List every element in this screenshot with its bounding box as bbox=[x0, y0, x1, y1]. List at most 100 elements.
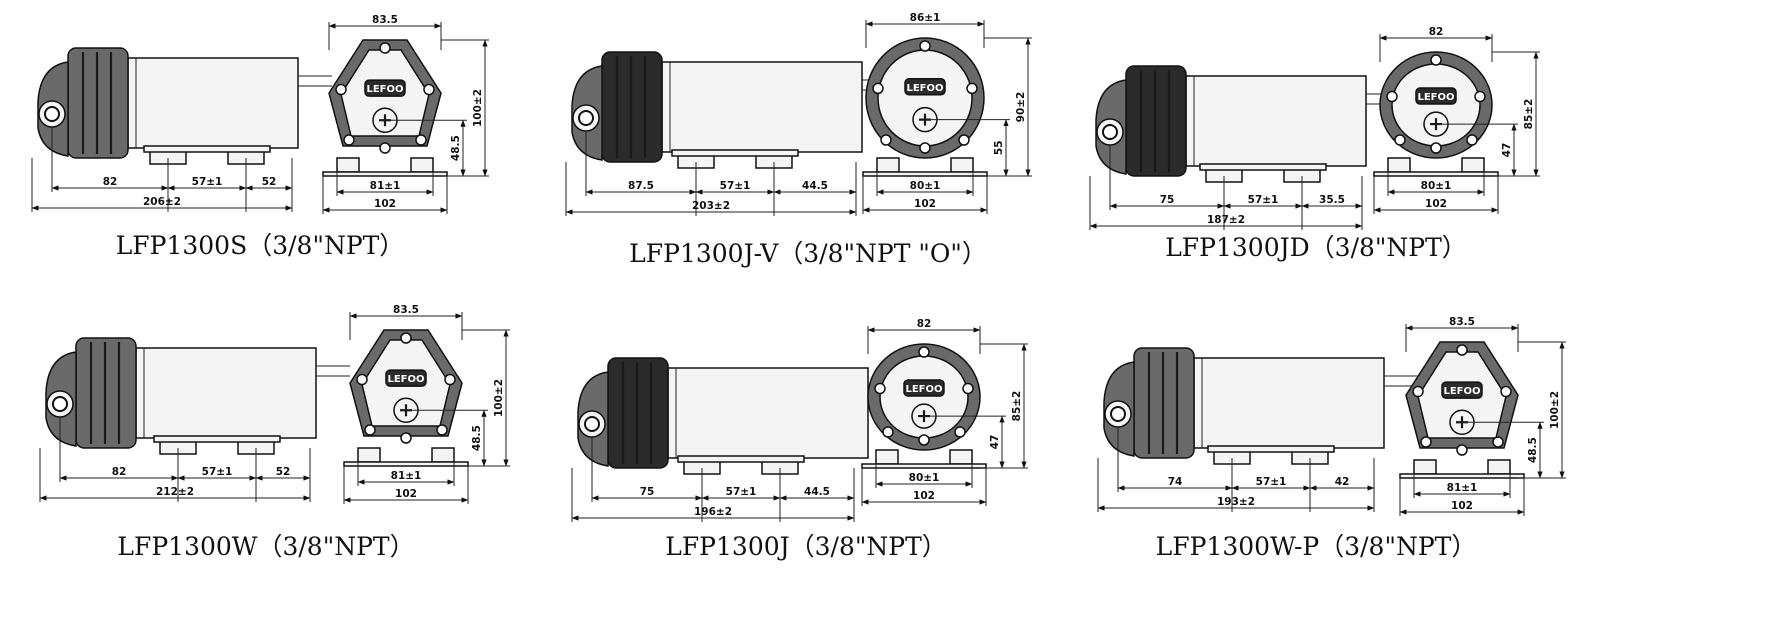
mounting-foot bbox=[950, 157, 974, 173]
bolt-hole-icon bbox=[444, 373, 456, 386]
bolt-hole-icon bbox=[436, 424, 448, 436]
dim-c: 52 bbox=[276, 466, 291, 478]
base-plate bbox=[862, 171, 988, 177]
bolt-hole-icon bbox=[1394, 134, 1406, 146]
bolt-hole-icon bbox=[918, 434, 930, 446]
bolt-hole-icon bbox=[1474, 90, 1486, 103]
power-wire bbox=[298, 75, 332, 87]
bolt-hole-icon bbox=[954, 426, 966, 438]
bolt-hole-icon bbox=[415, 134, 427, 146]
brand-logo-text: LEFOO bbox=[1443, 386, 1480, 397]
bolt-hole-icon bbox=[343, 134, 355, 146]
dim-foot-span: 80±1 bbox=[910, 180, 941, 192]
brand-logo-text: LEFOO bbox=[906, 83, 943, 94]
mounting-foot bbox=[357, 447, 381, 463]
dim-foot-span: 81±1 bbox=[1447, 482, 1478, 494]
dim-foot-span: 81±1 bbox=[370, 180, 401, 192]
mounting-foot bbox=[1387, 157, 1411, 173]
model-caption: LFP1300J（3/8"NPT） bbox=[665, 532, 947, 561]
dim-total-length: 212±2 bbox=[156, 486, 194, 498]
dim-width: 82 bbox=[917, 318, 932, 330]
bolt-hole-icon bbox=[919, 142, 931, 154]
mounting-foot bbox=[1413, 459, 1437, 475]
bolt-hole-icon bbox=[379, 42, 391, 54]
mounting-foot bbox=[875, 449, 899, 465]
bolt-hole-icon bbox=[918, 346, 930, 358]
mounting-foot bbox=[1461, 157, 1485, 173]
dim-overall-height: 100±2 bbox=[1549, 391, 1561, 429]
model-caption: LFP1300JD（3/8"NPT） bbox=[1165, 233, 1467, 262]
mounting-bracket bbox=[1207, 445, 1335, 453]
dim-overall-height: 85±2 bbox=[1011, 391, 1023, 422]
brand-logo-text: LEFOO bbox=[905, 384, 942, 395]
dim-total-length: 196±2 bbox=[694, 506, 732, 518]
brand-badge bbox=[385, 369, 427, 387]
bolt-hole-icon bbox=[379, 142, 391, 154]
bolt-hole-icon bbox=[1420, 436, 1432, 448]
dim-axis-height: 47 bbox=[1501, 143, 1513, 158]
dim-axis-height: 47 bbox=[989, 435, 1001, 450]
dim-base-width: 102 bbox=[374, 198, 396, 210]
dim-width: 83.5 bbox=[372, 14, 398, 26]
base-plate bbox=[343, 461, 469, 467]
dim-foot-span: 81±1 bbox=[391, 470, 422, 482]
bolt-hole-icon bbox=[423, 83, 435, 96]
dim-width: 83.5 bbox=[1449, 316, 1475, 328]
dim-overall-height: 85±2 bbox=[1523, 99, 1535, 130]
power-wire bbox=[316, 365, 350, 377]
model-caption: LFP1300W（3/8"NPT） bbox=[117, 532, 414, 561]
brand-badge bbox=[1415, 87, 1457, 105]
dim-a: 74 bbox=[1168, 476, 1183, 488]
motor-can bbox=[1185, 75, 1367, 167]
bolt-hole-icon bbox=[356, 373, 368, 386]
bolt-hole-icon bbox=[1492, 436, 1504, 448]
dim-foot-spacing: 57±1 bbox=[720, 180, 751, 192]
mounting-bracket bbox=[153, 435, 281, 443]
motor-can bbox=[1193, 357, 1385, 449]
dim-base-width: 102 bbox=[395, 488, 417, 500]
base-plate bbox=[861, 463, 987, 469]
bolt-hole-icon bbox=[1430, 54, 1442, 66]
dim-width: 86±1 bbox=[910, 12, 941, 24]
brand-badge bbox=[904, 78, 946, 96]
bolt-hole-icon bbox=[919, 40, 931, 52]
base-plate bbox=[1373, 171, 1499, 177]
bolt-hole-icon bbox=[1430, 142, 1442, 154]
dim-foot-span: 80±1 bbox=[1421, 180, 1452, 192]
model-caption: LFP1300S（3/8"NPT） bbox=[116, 231, 405, 260]
bolt-hole-icon bbox=[958, 134, 970, 146]
dim-a: 75 bbox=[1160, 194, 1175, 206]
dim-total-length: 193±2 bbox=[1217, 496, 1255, 508]
dim-a: 87.5 bbox=[628, 180, 654, 192]
bolt-hole-icon bbox=[1412, 385, 1424, 398]
dim-foot-span: 80±1 bbox=[909, 472, 940, 484]
dim-axis-height: 48.5 bbox=[1527, 437, 1539, 463]
dim-base-width: 102 bbox=[914, 198, 936, 210]
dim-total-length: 203±2 bbox=[692, 200, 730, 212]
mounting-bracket bbox=[671, 149, 799, 157]
front-view-5: LEFOO 83.5 48.5 100±2 81±1 102 bbox=[1399, 316, 1566, 516]
dim-c: 52 bbox=[262, 176, 277, 188]
dim-base-width: 102 bbox=[1451, 500, 1473, 512]
bolt-hole-icon bbox=[874, 382, 886, 395]
brand-badge bbox=[903, 379, 945, 397]
bolt-hole-icon bbox=[872, 82, 884, 95]
dim-width: 83.5 bbox=[393, 304, 419, 316]
dim-foot-spacing: 57±1 bbox=[1256, 476, 1287, 488]
dim-overall-height: 100±2 bbox=[472, 89, 484, 127]
mounting-foot bbox=[410, 157, 434, 173]
base-plate bbox=[1399, 473, 1525, 479]
dim-a: 82 bbox=[103, 176, 118, 188]
mounting-bracket bbox=[1199, 163, 1327, 171]
base-plate bbox=[322, 171, 448, 177]
model-caption: LFP1300W-P（3/8"NPT） bbox=[1156, 532, 1477, 561]
model-caption: LFP1300J-V（3/8"NPT "O"） bbox=[629, 239, 987, 268]
